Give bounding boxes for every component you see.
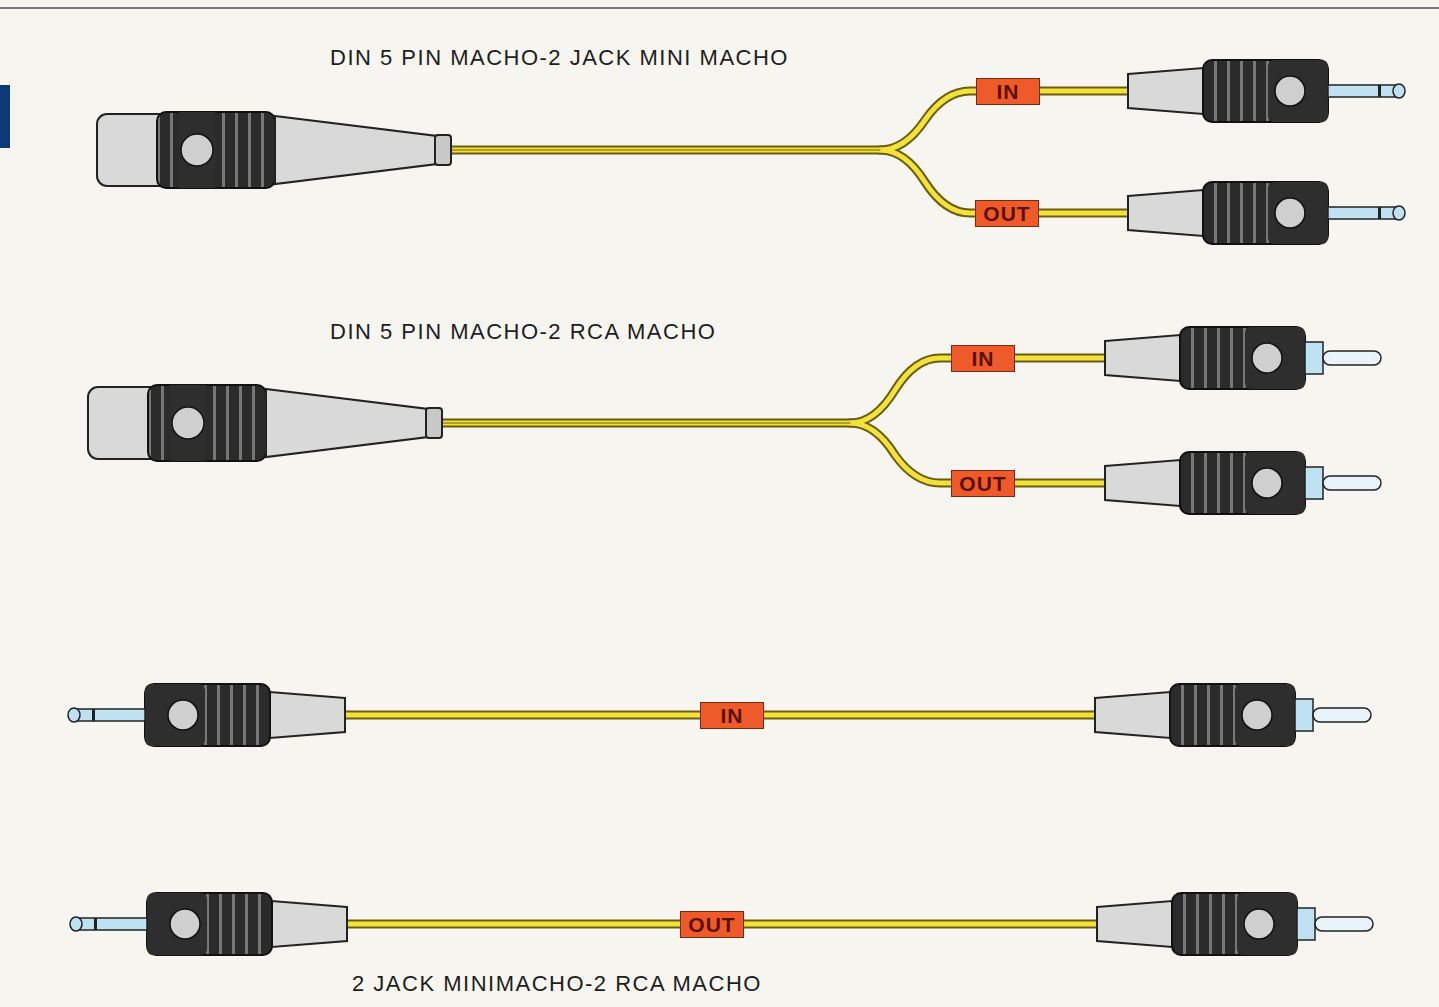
cable-tag: OUT <box>680 911 744 938</box>
cable-caption: 2 JACK MINIMACHO-2 RCA MACHO <box>352 973 762 995</box>
tag-text: OUT <box>688 914 735 935</box>
cable-tag: OUT <box>951 470 1015 497</box>
cable-tag: IN <box>700 702 764 729</box>
cable-tag: IN <box>951 345 1015 372</box>
tag-text: IN <box>972 348 995 369</box>
cable-caption: DIN 5 PIN MACHO-2 JACK MINI MACHO <box>330 47 789 69</box>
tag-text: OUT <box>959 473 1006 494</box>
cable-caption: DIN 5 PIN MACHO-2 RCA MACHO <box>330 321 716 343</box>
cable-tag: OUT <box>975 200 1039 227</box>
tag-text: OUT <box>983 203 1030 224</box>
cable-tag: IN <box>976 78 1040 105</box>
tag-text: IN <box>997 81 1020 102</box>
tag-text: IN <box>721 705 744 726</box>
